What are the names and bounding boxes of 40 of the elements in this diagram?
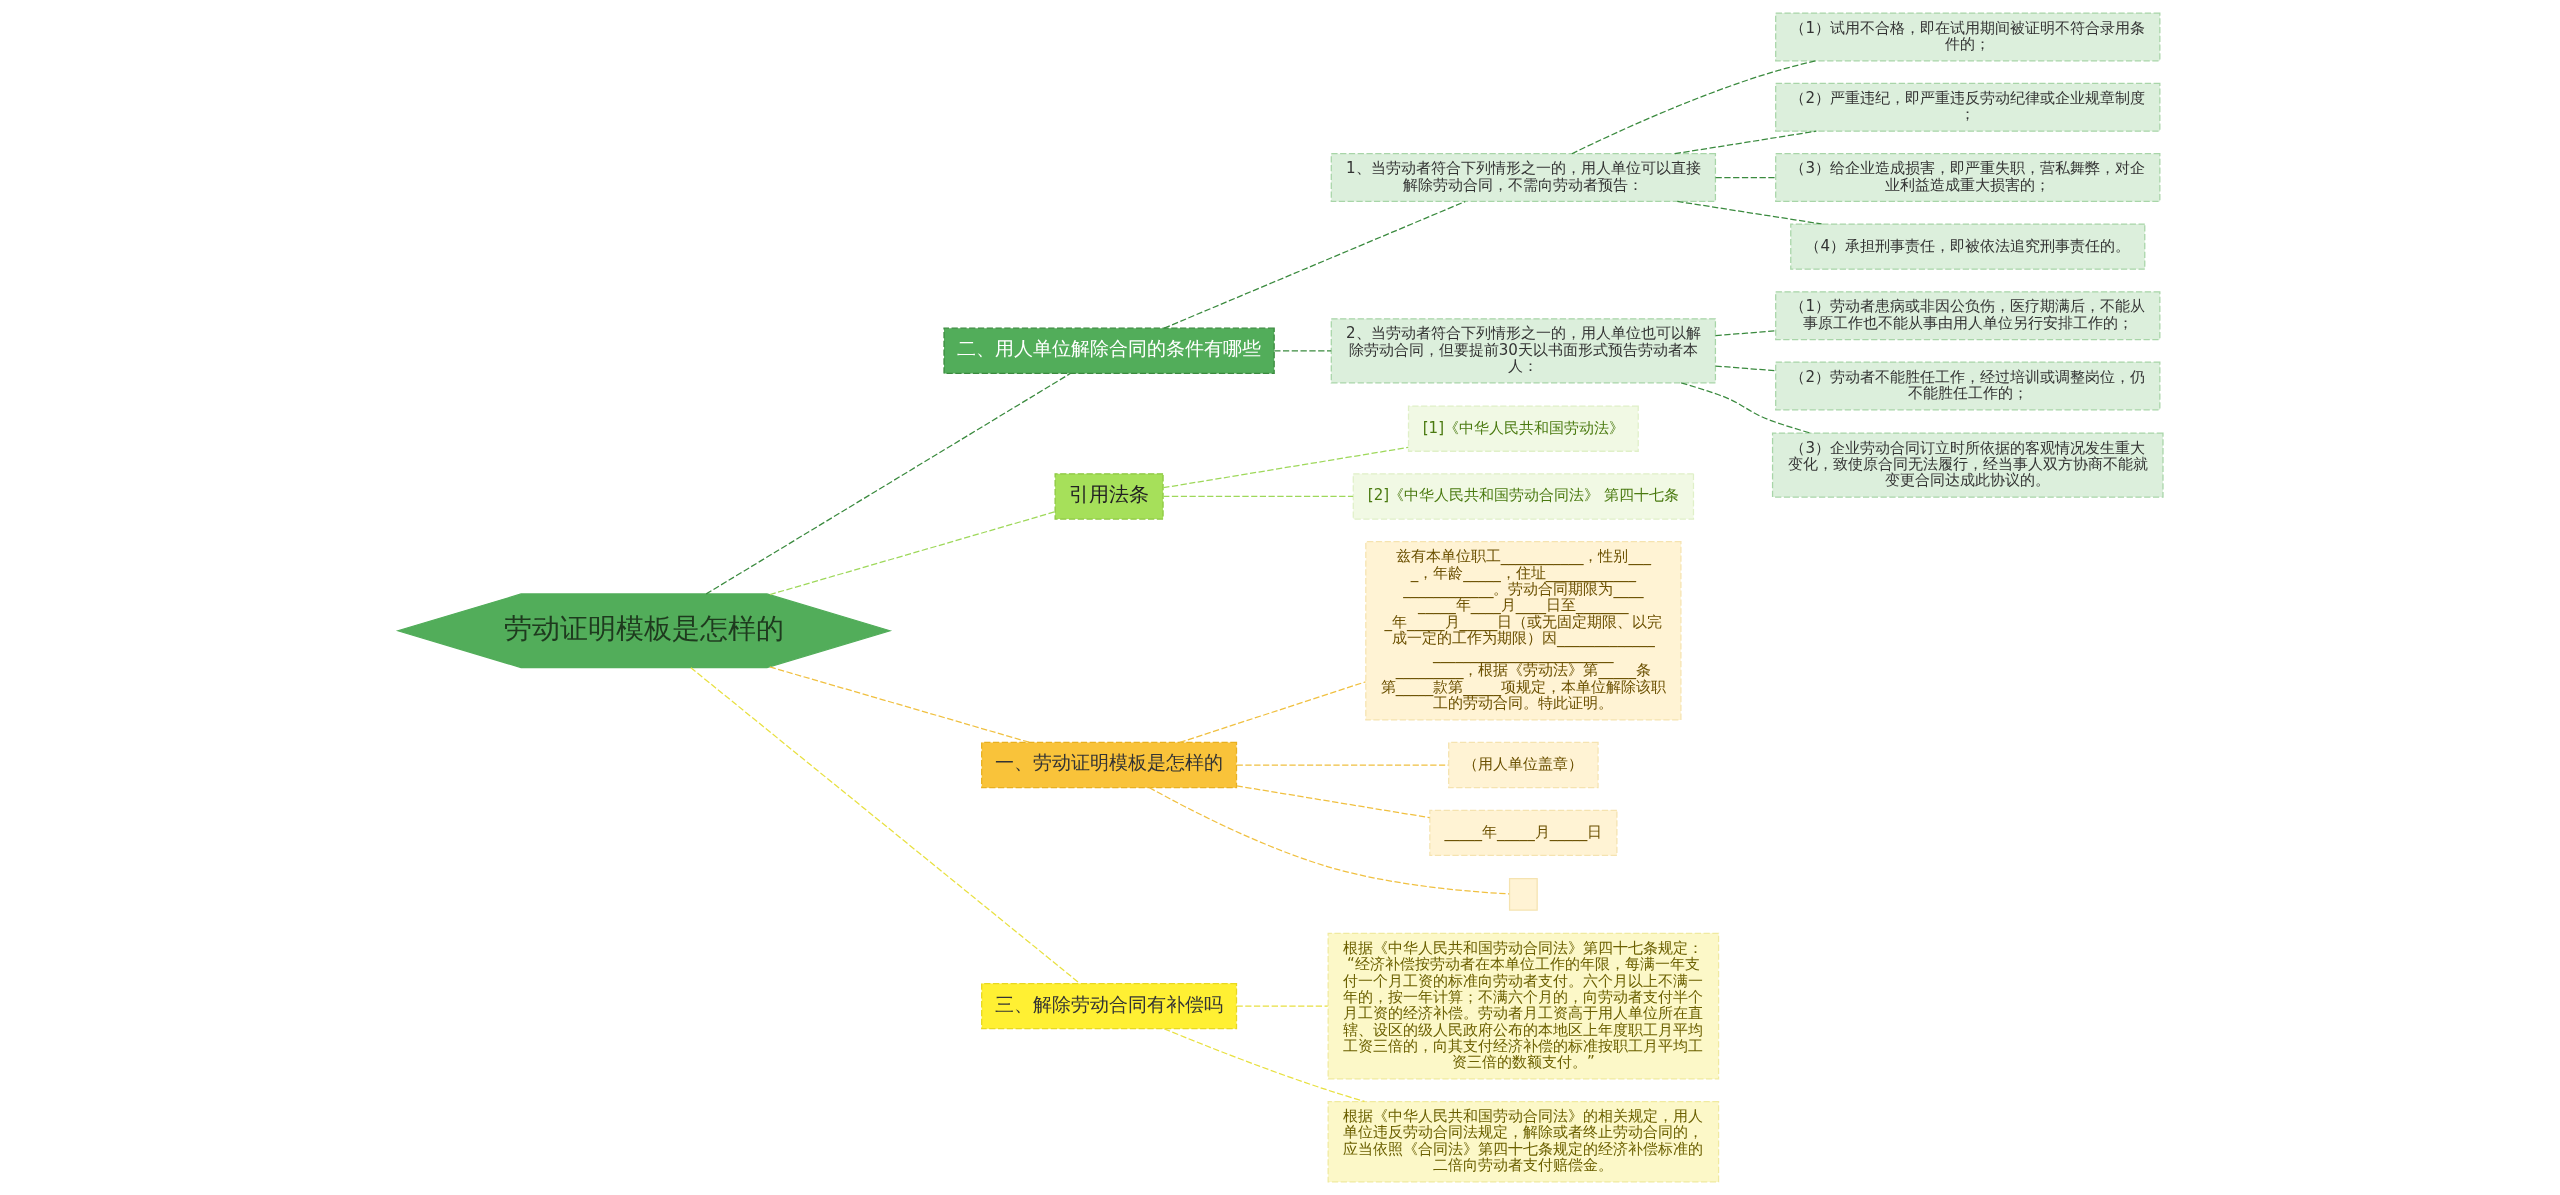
node-box: （2）严重违纪，即严重违反劳动纪律或企业规章制度；	[1774, 82, 2160, 132]
node-box: （4）承担刑事责任，即被依法追究刑事责任的。	[1789, 223, 2145, 270]
connector	[1162, 446, 1409, 489]
connector	[1235, 1005, 1328, 1007]
connector	[1714, 330, 1776, 337]
node-box: （3）给企业造成损害，即严重失职，营私舞弊，对企业利益造成重大损害的；	[1774, 153, 2160, 203]
node-box: （用人单位盖章）	[1447, 741, 1599, 789]
connector	[1676, 200, 1822, 225]
node-box: （1）劳动者患病或非因公负伤，医疗期满后，不能从事原工作也不能从事由用人单位另行安排工作的；	[1774, 291, 2160, 341]
connector	[705, 372, 1071, 595]
connector	[1162, 495, 1354, 498]
node-box: 根据《中华人民共和国劳动合同法》的相关规定，用人单位违反劳动合同法规定，解除或者终止劳动合同的，应当依照《合同法》第四十七条规定的经济补偿标准的二倍向劳动者支付赔偿金。	[1327, 1100, 1719, 1183]
node-box: （3）企业劳动合同订立时所依据的客观情况发生重大变化，致使原合同无法履行，经当事人双方协商不能就变更合同达成此协议的。	[1771, 432, 2164, 498]
connector	[1273, 350, 1332, 352]
node-box: 引用法条	[1053, 473, 1164, 520]
node-box: （2）劳动者不能胜任工作，经过培训或调整岗位，仍不能胜任工作的；	[1774, 361, 2160, 411]
connector	[1163, 1028, 1365, 1103]
connector	[768, 511, 1055, 596]
node-box: _____年_____月_____日	[1428, 809, 1618, 857]
node-box: [1]《中华人民共和国劳动法》	[1407, 405, 1639, 452]
connector	[689, 667, 1081, 985]
connector	[1714, 176, 1776, 179]
node-box: （1）试用不合格，即在试用期间被证明不符合录用条件的；	[1774, 12, 2160, 62]
connector	[1178, 681, 1366, 744]
node-box: 三、解除劳动合同有补偿吗	[980, 982, 1237, 1030]
node-box	[1508, 878, 1538, 911]
connector	[768, 666, 1031, 744]
node-box: 2、当劳动者符合下列情形之一的，用人单位也可以解除劳动合同，但要提前30天以书面形式预告劳动者本人：	[1330, 318, 1716, 384]
connector	[1235, 764, 1449, 766]
node-box: 兹有本单位职工___________，性别____，年龄_____，住址________________________。劳动合同期限为_________年____月____日至________年_____月_____日（或无固定期限、以完成一定的工作为期限）因______________________________________________，根据《劳动法》第_____条第_____款第_____项规定，本单位解除该职工的劳动合同。特此证明。	[1364, 541, 1682, 721]
node-box: 根据《中华人民共和国劳动合同法》第四十七条规定：“经济补偿按劳动者在本单位工作的年限，每满一年支付一个月工资的标准向劳动者支付。六个月以上不满一年的，按一年计算；不满六个月的，向劳动者支付半个月工资的经济补偿。劳动者月工资高于用人单位所在直辖、设区的级人民政府公布的本地区上年度职工月平均工资三倍的，向其支付经济补偿的标准按职工月平均工资三倍的数额支付。”	[1327, 932, 1719, 1080]
connector	[1673, 130, 1817, 155]
node-box: 1、当劳动者符合下列情形之一的，用人单位可以直接解除劳动合同，不需向劳动者预告：	[1330, 153, 1716, 203]
node-box: 一、劳动证明模板是怎样的	[980, 741, 1237, 789]
connector	[1148, 787, 1510, 895]
node-box: [2]《中华人民共和国劳动合同法》 第四十七条	[1352, 473, 1694, 520]
connector	[1235, 785, 1430, 819]
connector	[1163, 200, 1466, 329]
connector	[1714, 365, 1776, 372]
node-box: 二、用人单位解除合同的条件有哪些	[942, 327, 1275, 375]
